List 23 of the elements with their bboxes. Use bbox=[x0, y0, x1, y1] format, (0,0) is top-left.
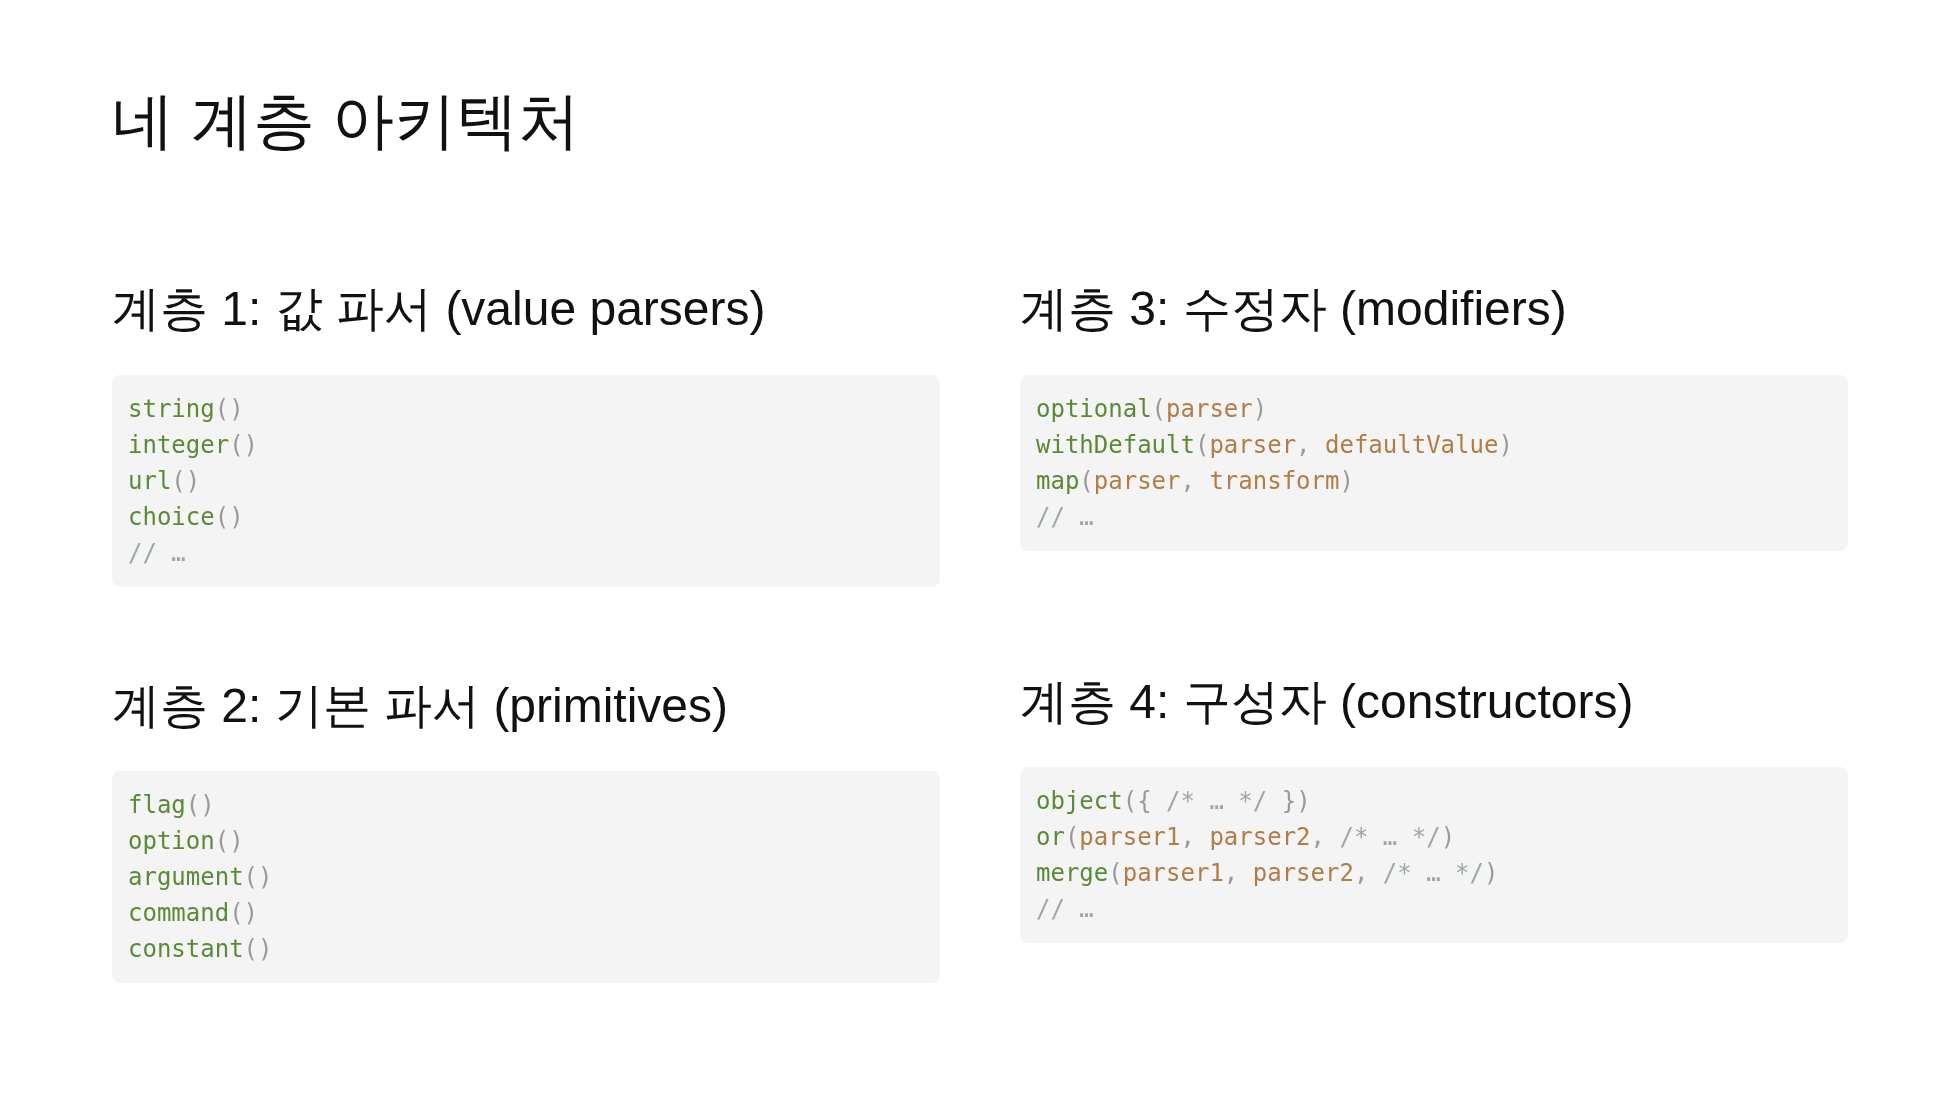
slide-title: 네 계층 아키텍처 bbox=[112, 85, 581, 157]
code-line: optional(parser) bbox=[1036, 394, 1268, 425]
code-line: merge(parser1, parser2, /* … */) bbox=[1036, 858, 1499, 889]
code-line: // … bbox=[128, 538, 186, 569]
code-line: string() bbox=[128, 394, 244, 425]
code-line: map(parser, transform) bbox=[1036, 466, 1354, 497]
code-line: command() bbox=[128, 898, 259, 929]
section-heading: 계층 3: 수정자 (modifiers) bbox=[1020, 281, 1567, 337]
code-line: constant() bbox=[128, 934, 273, 965]
code-line: or(parser1, parser2, /* … */) bbox=[1036, 822, 1456, 853]
section-heading: 계층 2: 기본 파서 (primitives) bbox=[112, 678, 729, 734]
code-line: argument() bbox=[128, 862, 273, 893]
section-heading: 계층 1: 값 파서 (value parsers) bbox=[112, 281, 766, 337]
code-line: withDefault(parser, defaultValue) bbox=[1036, 430, 1513, 461]
code-line: url() bbox=[128, 466, 201, 497]
code-line: object({ /* … */ }) bbox=[1036, 786, 1311, 817]
code-line: flag() bbox=[128, 790, 215, 821]
section-heading: 계층 4: 구성자 (constructors) bbox=[1020, 674, 1634, 730]
code-line: choice() bbox=[128, 502, 244, 533]
code-line: option() bbox=[128, 826, 244, 857]
code-line: integer() bbox=[128, 430, 259, 461]
code-line: // … bbox=[1036, 894, 1094, 925]
code-line: // … bbox=[1036, 502, 1094, 533]
